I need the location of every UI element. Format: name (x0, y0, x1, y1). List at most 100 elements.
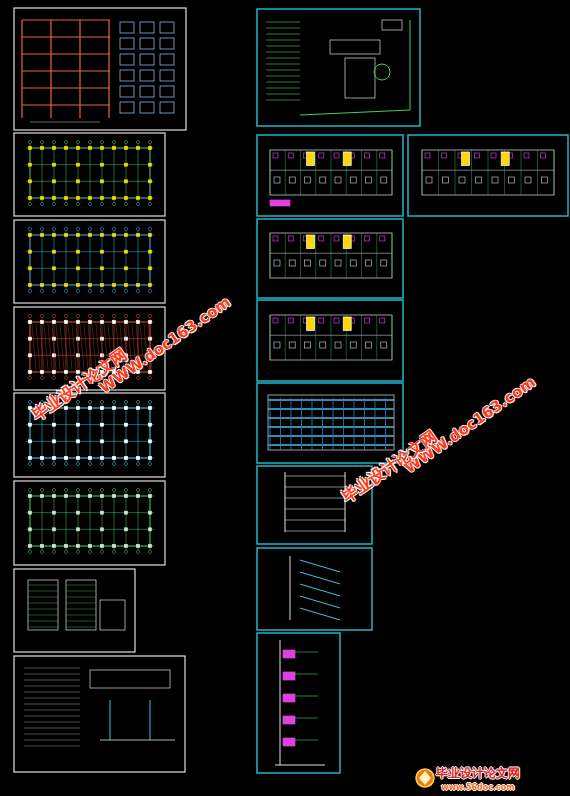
cad-stroke (381, 260, 387, 266)
cad-stroke (112, 289, 115, 292)
cad-stroke (76, 314, 79, 317)
cad-stroke (289, 177, 295, 183)
logo-icon (416, 769, 434, 787)
cad-stroke (136, 376, 139, 379)
cad-stroke (66, 580, 96, 630)
cad-stroke (273, 318, 278, 323)
cad-stroke (361, 315, 362, 360)
cad-stroke (343, 152, 351, 166)
cad-stroke (501, 152, 509, 166)
cad-stroke (320, 177, 326, 183)
cad-stroke (29, 528, 32, 531)
cad-stroke (295, 718, 318, 719)
cad-stroke (149, 495, 152, 498)
cad-stroke (307, 152, 315, 166)
cad-stroke (113, 407, 116, 410)
cad-stroke (268, 395, 394, 450)
cad-stroke (149, 267, 152, 270)
cad-stroke (380, 318, 385, 323)
cad-stroke (266, 28, 300, 29)
cad-stroke (425, 153, 430, 158)
cad-stroke (124, 202, 127, 205)
cad-stroke (274, 260, 280, 266)
cad-stroke (88, 289, 91, 292)
cad-stroke (270, 233, 271, 278)
cad-stroke (381, 342, 387, 348)
cad-stroke (392, 233, 393, 278)
cad-stroke (65, 284, 68, 287)
cad-stroke (22, 105, 110, 106)
cad-stroke (66, 144, 67, 202)
cad-stroke (270, 200, 290, 206)
cad-stroke (125, 180, 128, 183)
cad-stroke (150, 404, 151, 462)
cad-stroke (101, 180, 104, 183)
cad-stroke (52, 140, 55, 143)
cad-stroke (88, 462, 91, 465)
cad-stroke (24, 716, 80, 717)
cad-stroke (53, 511, 56, 514)
cad-stroke (137, 234, 140, 237)
cad-stroke (374, 64, 390, 80)
cad-stroke (40, 462, 43, 465)
cad-stroke (53, 234, 56, 237)
cad-stroke (64, 324, 68, 370)
cad-stroke (56, 324, 60, 370)
cad-stroke (125, 267, 128, 270)
cad-stroke (300, 572, 340, 584)
cad-stroke (524, 153, 529, 158)
cad-stroke (53, 457, 56, 460)
cad-stroke (285, 476, 345, 477)
cad-stroke (330, 40, 380, 54)
cad-stroke (101, 495, 104, 498)
cad-stroke (28, 140, 31, 143)
cad-stroke (100, 289, 103, 292)
cad-stroke (343, 317, 351, 331)
cad-stroke (102, 144, 103, 202)
cad-stroke (53, 440, 56, 443)
cad-stroke (77, 197, 80, 200)
cad-stroke (26, 546, 154, 547)
cad-stroke (53, 321, 56, 324)
cad-stroke (26, 424, 154, 425)
cad-stroke (125, 337, 128, 340)
cad-stroke (149, 337, 152, 340)
cad-stroke (295, 652, 318, 653)
cad-stroke (76, 462, 79, 465)
cad-stroke (270, 398, 271, 450)
cad-stroke (24, 674, 80, 675)
cad-stroke (64, 314, 67, 317)
cad-stroke (41, 197, 44, 200)
cad-stroke (101, 284, 104, 287)
cad-stroke (125, 528, 128, 531)
cad-stroke (28, 202, 31, 205)
cad-stroke (28, 227, 31, 230)
logo-text: www.56doc.com (441, 783, 514, 792)
cad-stroke (112, 202, 115, 205)
cad-stroke (285, 150, 286, 195)
cad-stroke (300, 560, 340, 572)
cad-stroke (66, 591, 96, 592)
cad-stroke (100, 202, 103, 205)
cad-stroke (365, 153, 370, 158)
cad-stroke (78, 144, 79, 202)
cad-stroke (108, 20, 109, 118)
cad-stroke (438, 150, 439, 195)
cad-stroke (52, 314, 55, 317)
cad-stroke (554, 150, 555, 195)
cad-stroke (24, 746, 80, 747)
cad-stroke (300, 584, 340, 596)
cad-stroke (137, 321, 140, 324)
cad-stroke (24, 692, 80, 693)
cad-stroke (50, 20, 51, 118)
cad-stroke (101, 511, 104, 514)
cad-stroke (149, 511, 152, 514)
cad-stroke (125, 545, 128, 548)
cad-stroke (29, 337, 32, 340)
cad-stroke (100, 314, 103, 317)
cad-stroke (101, 234, 104, 237)
cad-stroke (54, 492, 55, 550)
cad-stroke (40, 550, 43, 553)
cad-stroke (149, 250, 152, 253)
cad-stroke (100, 488, 103, 491)
